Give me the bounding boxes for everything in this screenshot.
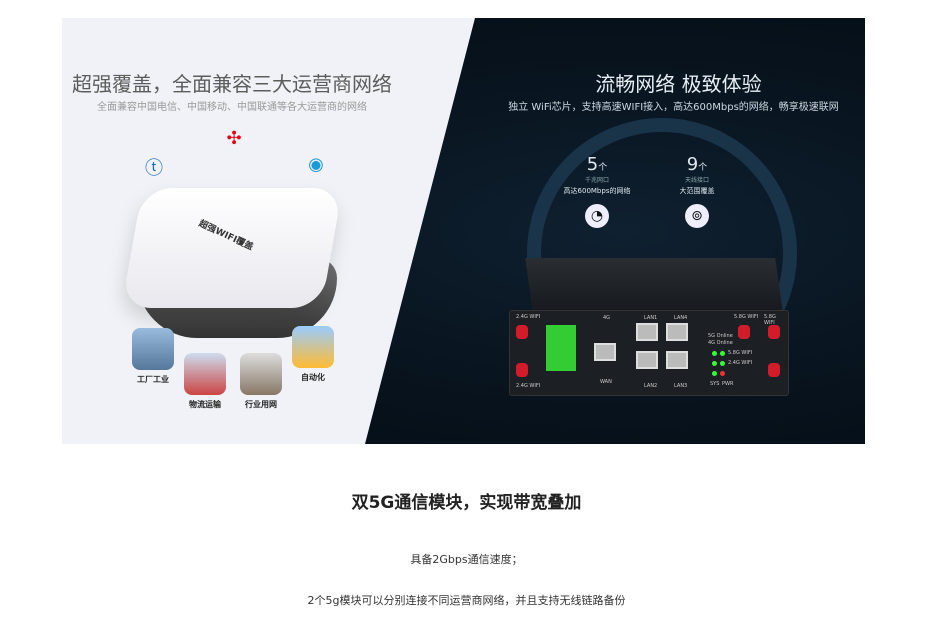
paragraph-speed: 具备2Gbps通信速度；	[410, 553, 523, 566]
lan-port	[636, 351, 658, 369]
stat-small: 千兆网口	[584, 177, 609, 184]
wifi-coverage-icon: ⊚	[685, 204, 709, 228]
stat-small: 天线接口	[684, 177, 709, 184]
logistics-image	[184, 353, 226, 395]
antenna-connector	[516, 363, 528, 377]
antenna-connector	[768, 325, 780, 339]
label: LAN4	[674, 315, 688, 321]
label: 4G	[603, 315, 611, 321]
label: LAN1	[644, 315, 658, 321]
router-top	[525, 258, 783, 312]
lan-port	[666, 323, 688, 341]
label: 2.4G WIFI	[728, 360, 753, 366]
terminal-block	[546, 325, 576, 371]
led	[712, 351, 717, 356]
stat-number: 9	[686, 154, 699, 175]
antenna-connector	[768, 363, 780, 377]
router-front-panel: 2.4G WIFI 2.4G WIFI 4G WAN LAN1 LAN4 LAN…	[509, 310, 789, 396]
coverage-subtitle: 全面兼容中国电信、中国移动、中国联通等各大运营商的网络	[97, 102, 367, 113]
label: 5G Online	[708, 333, 733, 339]
label: LAN2	[644, 383, 658, 389]
automation-image	[292, 326, 334, 368]
led	[712, 361, 717, 366]
label: SYS	[710, 381, 720, 387]
app-label: 物流运输	[189, 400, 221, 409]
label: 2.4G WIFI	[516, 314, 541, 320]
stat-antennas: 9个 天线接口 大范围覆盖 ⊚	[652, 154, 742, 228]
stat-desc: 大范围覆盖	[679, 187, 715, 195]
wan-port	[594, 343, 616, 361]
coverage-title: 超强覆盖，全面兼容三大运营商网络	[72, 72, 392, 96]
lan-port	[666, 351, 688, 369]
label: 4G Online	[708, 340, 733, 346]
antenna-connector	[516, 325, 528, 339]
industry-image	[240, 353, 282, 395]
label: LAN3	[674, 383, 688, 389]
label: 5.8G WIFI	[764, 314, 776, 326]
antenna-connector	[738, 325, 750, 339]
speedometer-icon: ◔	[585, 204, 609, 228]
product-banner: 超强覆盖，全面兼容三大运营商网络 全面兼容中国电信、中国移动、中国联通等各大运营…	[62, 18, 865, 444]
label: 5.8G WIFI	[728, 350, 753, 356]
china-telecom-icon: ⓣ	[145, 158, 163, 179]
label: 5.8G WIFI	[734, 314, 759, 320]
coverage-plate	[121, 188, 343, 308]
led	[712, 371, 717, 376]
network-subtitle: 独立 WiFi芯片，支持高速WIFI接入，高达600Mbps的网络，畅享极速联网	[508, 102, 839, 113]
stat-ports: 5个 千兆网口 高达600Mbps的网络 ◔	[552, 154, 642, 228]
stat-number: 5	[586, 154, 599, 175]
app-label: 行业用网	[245, 400, 277, 409]
stat-unit: 个	[698, 163, 708, 173]
network-title: 流畅网络 极致体验	[595, 72, 762, 96]
app-label: 工厂工业	[137, 375, 169, 384]
china-unicom-icon: ✣	[226, 128, 242, 149]
led	[720, 351, 725, 356]
stat-desc: 高达600Mbps的网络	[563, 187, 631, 195]
label: PWR	[722, 381, 734, 387]
factory-image	[132, 328, 174, 370]
stat-unit: 个	[598, 163, 608, 173]
label: WAN	[600, 379, 612, 385]
paragraph-backup: 2个5g模块可以分别连接不同运营商网络，并且支持无线链路备份	[307, 594, 626, 607]
led	[720, 371, 725, 376]
lan-port	[636, 323, 658, 341]
section-heading: 双5G通信模块，实现带宽叠加	[351, 493, 582, 513]
label: 2.4G WIFI	[516, 383, 541, 389]
china-mobile-icon: ◉	[308, 154, 324, 175]
led	[720, 361, 725, 366]
app-label: 自动化	[301, 373, 325, 382]
